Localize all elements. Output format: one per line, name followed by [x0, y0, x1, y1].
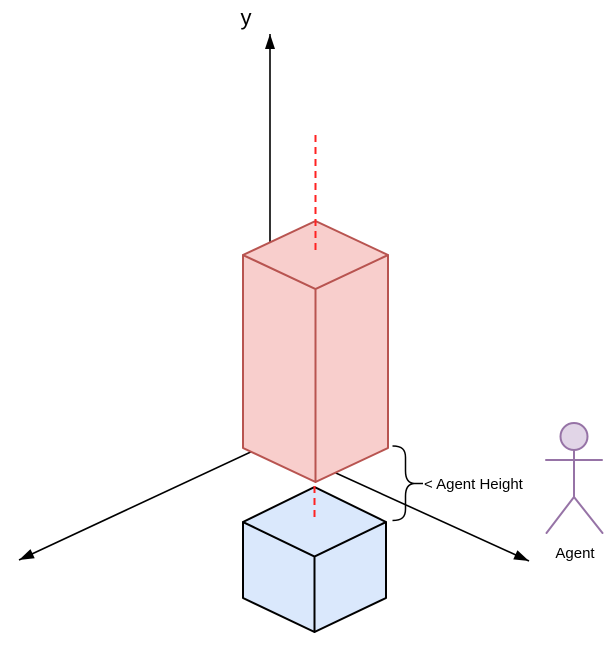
curly-brace	[392, 445, 415, 522]
blue-cube-top-face	[242, 486, 387, 558]
agent-head	[559, 422, 589, 451]
red-box-right-face	[314, 254, 389, 483]
agent-label: Agent	[555, 545, 595, 562]
agent-right-leg	[573, 496, 604, 534]
height-annotation	[392, 445, 423, 522]
center-dashed-axis	[313, 135, 317, 518]
red-box-top-face	[242, 220, 389, 290]
agent-figure	[545, 422, 604, 534]
agent-height-label: < Agent Height	[424, 476, 524, 493]
y-axis-label: y	[241, 5, 252, 30]
red-box	[242, 220, 389, 483]
red-box-left-face	[242, 254, 317, 483]
agent-left-leg	[545, 496, 575, 534]
x-axis-left-arrow	[18, 442, 271, 561]
blue-cube	[242, 486, 387, 633]
